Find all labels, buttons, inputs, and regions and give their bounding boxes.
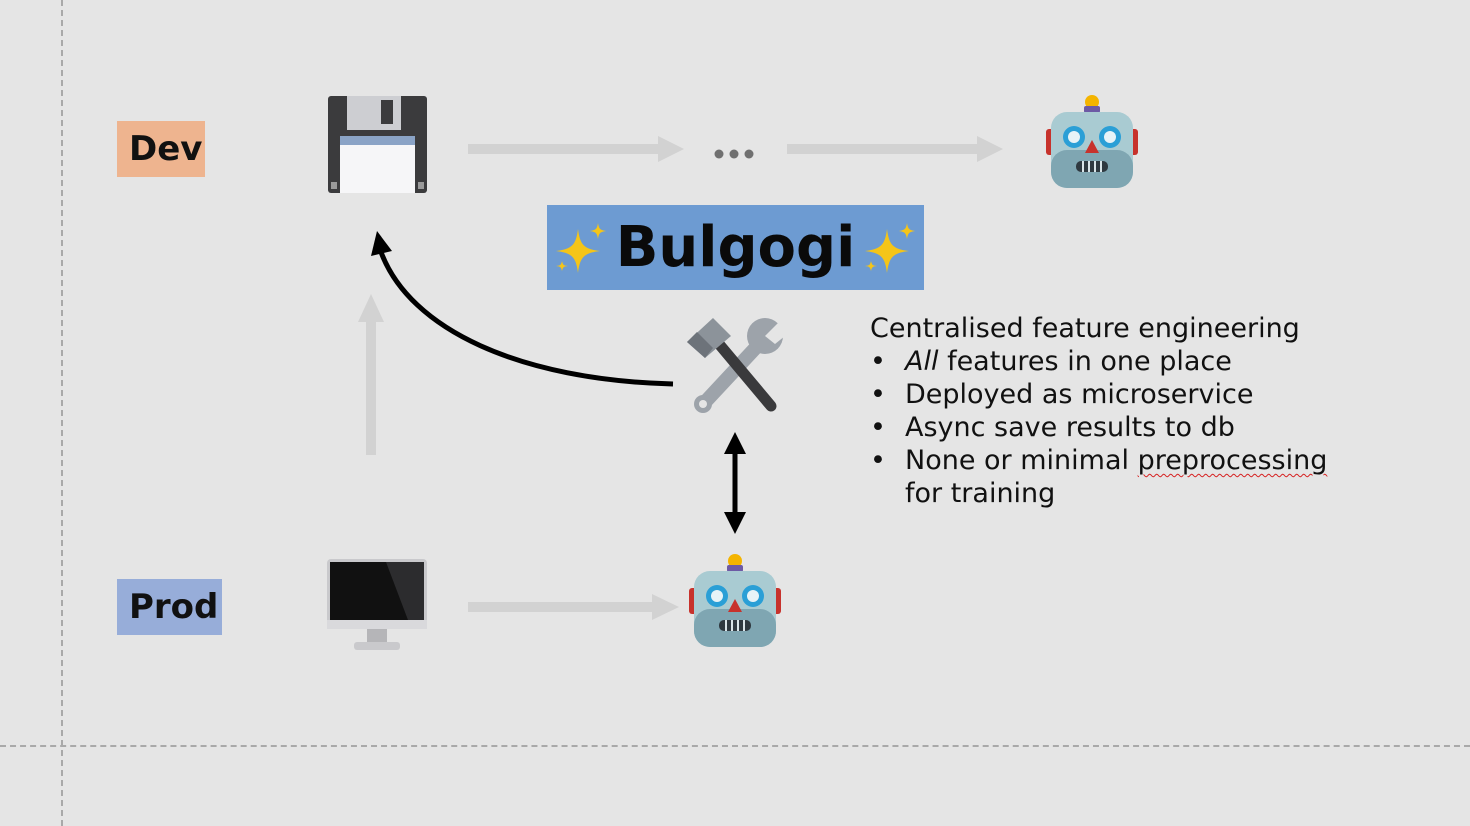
list-item: All features in one place	[870, 345, 1340, 378]
page-title: Bulgogi	[615, 215, 856, 280]
list-item-text: None or minimal	[905, 445, 1138, 476]
robot-icon	[689, 554, 781, 647]
list-item-text: Deployed as microservice	[905, 379, 1254, 410]
list-item-text: features in one place	[938, 346, 1232, 377]
list-item-text: for training	[905, 478, 1056, 509]
list-item-text: Async save results to db	[905, 412, 1235, 443]
prod-label: Prod	[117, 579, 222, 635]
sparkles-icon	[865, 222, 916, 273]
notes-list: All features in one place Deployed as mi…	[870, 345, 1340, 510]
slide-guide-vertical	[61, 0, 63, 826]
bulgogi-title-banner: Bulgogi	[547, 205, 924, 290]
emphasis-text: All	[905, 346, 939, 377]
list-item: Deployed as microservice	[870, 378, 1340, 411]
dev-label: Dev	[117, 121, 205, 177]
desktop-computer-icon	[327, 559, 427, 650]
sparkles-icon	[555, 222, 606, 273]
list-item: None or minimal preprocessing for trainin…	[870, 444, 1340, 510]
dev-arrow-to-ellipsis	[468, 136, 684, 162]
dev-arrow-to-robot	[787, 136, 1003, 162]
ellipsis-dots	[714, 149, 754, 159]
notes-heading: Centralised feature engineering	[870, 313, 1300, 344]
feature-to-storage-arrow	[371, 231, 674, 387]
slide-guide-horizontal	[0, 745, 1470, 747]
hammer-and-wrench-icon	[687, 316, 785, 413]
list-item: Async save results to db	[870, 411, 1340, 444]
feature-to-model-arrow	[724, 432, 746, 534]
robot-icon	[1046, 95, 1138, 188]
prod-arrow-to-robot	[468, 594, 679, 620]
prod-to-dev-arrow	[358, 294, 384, 455]
spellcheck-flagged-word: preprocessing	[1137, 445, 1328, 476]
feature-engineering-notes: Centralised feature engineering All feat…	[870, 312, 1340, 510]
floppy-disk-icon	[328, 96, 427, 193]
